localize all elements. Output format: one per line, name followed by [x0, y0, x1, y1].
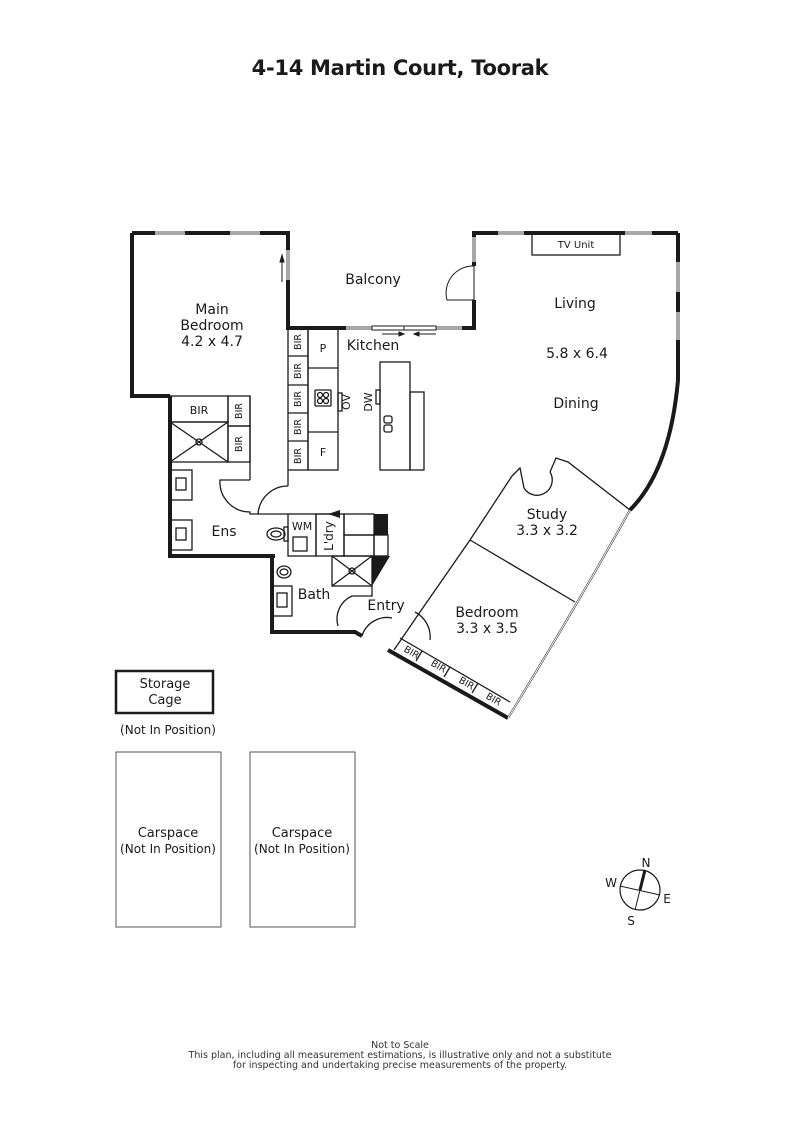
sliding-door: [279, 253, 437, 337]
label-fridge: F: [320, 446, 326, 459]
label-study-dims: 3.3 x 3.2: [516, 523, 578, 539]
storage-label: Storage: [140, 677, 191, 692]
carspace-2: [249, 751, 356, 928]
laundry-arrow: [328, 510, 340, 518]
label-main-bedroom: Main: [195, 302, 228, 318]
label-wm: WM: [292, 520, 312, 533]
carspace-2-note: (Not In Position): [254, 842, 350, 856]
label-living-dims: 5.8 x 6.4: [546, 346, 608, 362]
label-bir: BIR: [190, 404, 209, 417]
label-bir: BIR: [293, 448, 304, 464]
disclaimer-line-2: This plan, including all measurement est…: [188, 1050, 612, 1061]
label-tv-unit: TV Unit: [557, 240, 595, 251]
windows: [155, 231, 680, 340]
compass-icon: N S E W: [605, 856, 671, 928]
plan-title: 4-14 Martin Court, Toorak: [251, 56, 549, 80]
label-bedroom-dims: 3.3 x 3.5: [456, 621, 518, 637]
carspace-1-label: Carspace: [138, 826, 199, 841]
disclaimer-line-1: Not to Scale: [371, 1040, 429, 1051]
label-bir: BIR: [293, 334, 304, 350]
label-oven: OV: [340, 394, 353, 410]
label-main-bedroom-2: Bedroom: [180, 318, 243, 334]
label-entry: Entry: [367, 598, 404, 614]
label-bir: BIR: [293, 363, 304, 379]
balcony-door[interactable]: [445, 265, 475, 301]
label-main-bedroom-dims: 4.2 x 4.7: [181, 334, 243, 350]
label-dining: Dining: [553, 396, 598, 412]
disclaimer: Not to Scale This plan, including all me…: [0, 1041, 800, 1071]
label-bedroom: Bedroom: [455, 605, 518, 621]
label-laundry: L'dry: [322, 521, 336, 551]
label-balcony: Balcony: [345, 272, 401, 288]
label-bir: BIR: [234, 436, 245, 452]
label-ensuite: Ens: [211, 524, 236, 540]
storage-note: (Not In Position): [120, 723, 216, 737]
compass-w: W: [605, 876, 617, 890]
curved-wall: [628, 233, 680, 512]
compass-s: S: [627, 914, 635, 928]
interior-walls: [169, 232, 631, 703]
label-study: Study: [527, 507, 567, 523]
compass-n: N: [642, 856, 651, 870]
label-bir: BIR: [234, 403, 245, 419]
label-bir: BIR: [293, 391, 304, 407]
shaft: [374, 514, 388, 535]
curved-wall-glazed: [507, 509, 631, 719]
disclaimer-line-3: for inspecting and undertaking precise m…: [232, 1060, 568, 1071]
label-dishwasher: DW: [362, 392, 375, 411]
storage-label-2: Cage: [148, 693, 181, 708]
compass-e: E: [663, 892, 671, 906]
label-bir: BIR: [293, 419, 304, 435]
shaft-corner: [372, 556, 390, 586]
glazing-line: [507, 509, 631, 719]
label-bath: Bath: [298, 587, 331, 603]
carspace-1: [115, 751, 222, 928]
carspace-1-note: (Not In Position): [120, 842, 216, 856]
storage-cage: [114, 669, 215, 715]
label-pantry: P: [320, 342, 327, 355]
label-living: Living: [554, 296, 596, 312]
carspace-2-label: Carspace: [272, 826, 333, 841]
label-kitchen: Kitchen: [347, 338, 400, 354]
